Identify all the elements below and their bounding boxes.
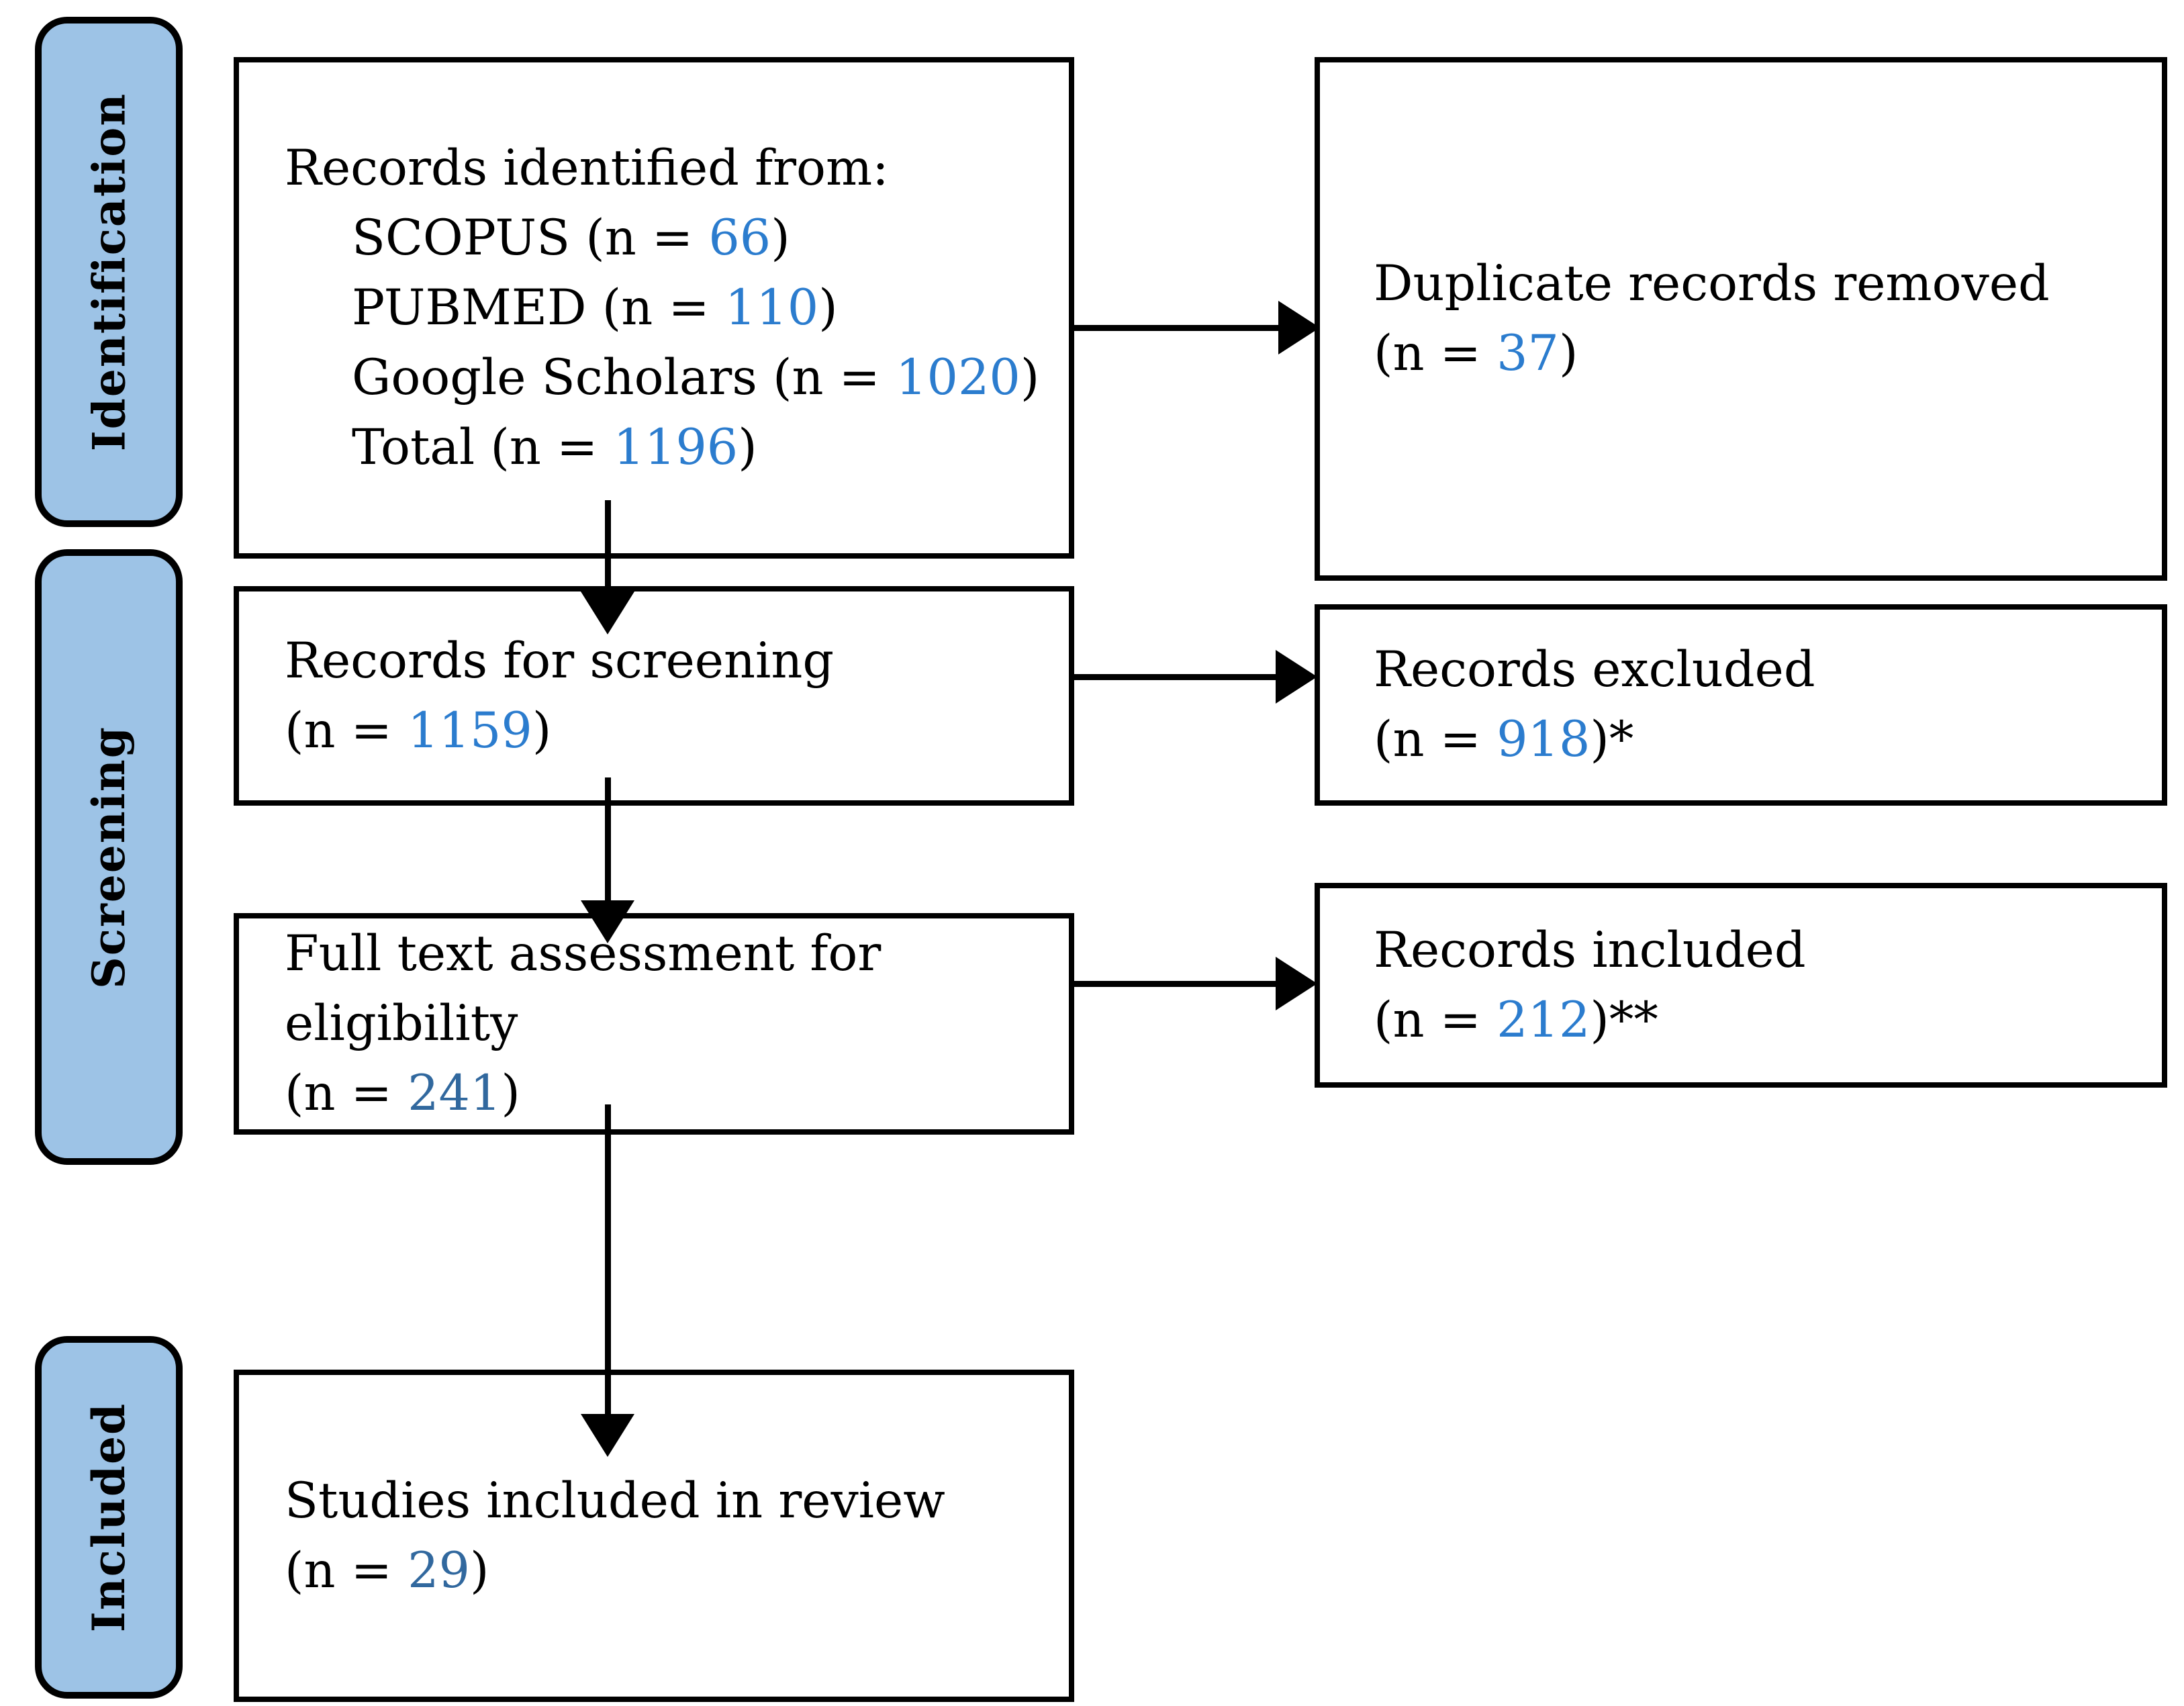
arrow-identified-to-duplicates-shaft [1074,325,1280,331]
box-records-excluded: Records excluded (n = 918)* [1315,604,2167,806]
fulltext-assessment-title: Full text assessment for eligibility [285,925,882,1052]
arrow-fulltext-to-studies-head-icon [581,1414,634,1457]
source-line-pubmed: PUBMED (n = 110) [352,279,838,336]
count-total: 1196 [613,418,739,476]
duplicates-removed-title: Duplicate records removed [1374,255,2050,312]
stage-label-identification-text: Identification [83,92,136,452]
box-records-identified: Records identified from: SCOPUS (n = 66)… [234,57,1074,559]
fulltext-assessment-count-line: (n = 241) [285,1065,520,1122]
arrow-identified-to-screening-head-icon [581,591,634,634]
stage-label-screening-text: Screening [83,725,136,989]
arrow-identified-to-screening-shaft [605,500,611,594]
arrow-fulltext-to-studies-shaft [605,1104,611,1417]
records-identified-title: Records identified from: [285,139,889,197]
box-records-screening: Records for screening (n = 1159) [234,586,1074,806]
records-screening-title: Records for screening [285,632,835,690]
count-fulltext: 241 [408,1065,502,1122]
records-included-title: Records included [1374,921,1806,979]
count-screening: 1159 [408,702,532,759]
count-excluded: 918 [1497,711,1590,768]
arrow-screening-to-excluded-head-icon [1276,650,1317,704]
count-google-scholars: 1020 [896,348,1020,406]
source-line-google-scholars: Google Scholars (n = 1020) [352,348,1040,406]
count-duplicates-removed: 37 [1497,325,1559,382]
duplicates-removed-count-line: (n = 37) [1374,325,1578,382]
studies-included-title: Studies included in review [285,1472,945,1529]
arrow-fulltext-to-included-shaft [1074,981,1277,987]
arrow-screening-to-fulltext-head-icon [581,900,634,943]
stage-label-included: Included [35,1336,183,1699]
stage-label-included-text: Included [83,1402,136,1633]
box-duplicates-removed: Duplicate records removed (n = 37) [1315,57,2167,581]
studies-included-count-line: (n = 29) [285,1542,489,1599]
count-studies: 29 [408,1542,470,1599]
records-screening-count-line: (n = 1159) [285,702,552,759]
arrow-screening-to-fulltext-shaft [605,777,611,903]
count-included: 212 [1497,991,1590,1049]
records-excluded-title: Records excluded [1374,641,1815,698]
box-records-included: Records included (n = 212)** [1315,883,2167,1088]
box-fulltext-assessment: Full text assessment for eligibility (n … [234,913,1074,1135]
records-excluded-count-line: (n = 918)* [1374,711,1634,768]
box-studies-included: Studies included in review (n = 29) [234,1370,1074,1702]
source-line-total: Total (n = 1196) [352,418,757,476]
source-line-scopus: SCOPUS (n = 66) [352,209,790,267]
records-included-count-line: (n = 212)** [1374,991,1658,1049]
stage-label-identification: Identification [35,17,183,527]
stage-label-screening: Screening [35,549,183,1165]
arrow-identified-to-duplicates-head-icon [1278,301,1320,354]
count-scopus: 66 [708,209,771,267]
arrow-fulltext-to-included-head-icon [1276,957,1317,1010]
arrow-screening-to-excluded-shaft [1074,674,1277,680]
count-pubmed: 110 [724,279,819,336]
